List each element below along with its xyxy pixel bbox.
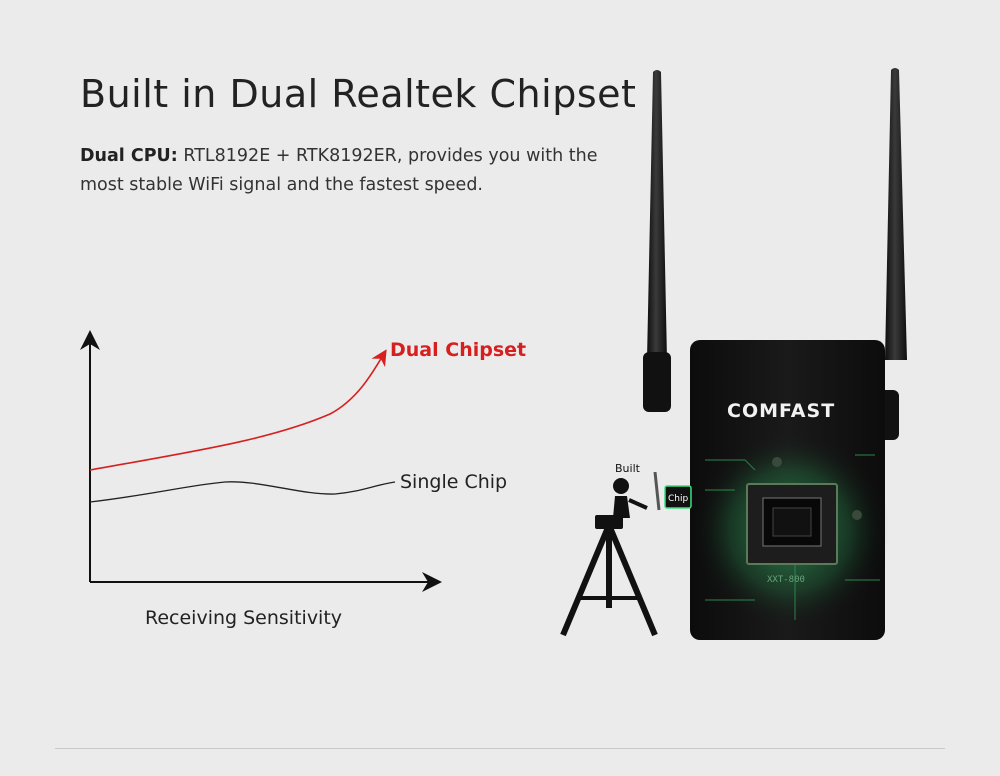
figure-label: Built	[615, 462, 641, 475]
bottom-divider	[55, 748, 945, 749]
left-antenna	[647, 70, 667, 360]
right-antenna	[885, 68, 907, 360]
single-chip-label: Single Chip	[400, 471, 507, 493]
description-line2: most stable WiFi signal and the fastest …	[80, 175, 483, 195]
description-lead: Dual CPU:	[80, 146, 178, 166]
chipset-description: Dual CPU: RTL8192E + RTK8192ER, provides…	[80, 142, 640, 200]
chip-label: Chip	[668, 494, 688, 504]
tripod-figure	[560, 471, 661, 637]
sensitivity-graph: Dual Chipset Single Chip Receiving Sensi…	[80, 330, 526, 629]
chip-badge	[664, 485, 692, 509]
circuit-traces	[705, 454, 880, 620]
single-chip-curve	[89, 481, 396, 503]
comfast-repeater: XXT-800 COMFAST Built Chip	[560, 68, 907, 640]
x-axis-label: Receiving Sensitivity	[145, 607, 342, 629]
dual-chipset-curve	[89, 349, 387, 471]
left-antenna-hinge	[643, 352, 671, 412]
description-line1: RTL8192E + RTK8192ER, provides you with …	[177, 146, 598, 166]
page-title: Built in Dual Realtek Chipset	[80, 72, 637, 116]
board-text: XXT-800	[767, 575, 805, 585]
board-hole	[772, 457, 782, 467]
brand-logo: COMFAST	[727, 400, 835, 422]
sensor-core	[772, 507, 812, 537]
dual-chipset-label: Dual Chipset	[390, 339, 526, 361]
board-hole	[852, 510, 862, 520]
